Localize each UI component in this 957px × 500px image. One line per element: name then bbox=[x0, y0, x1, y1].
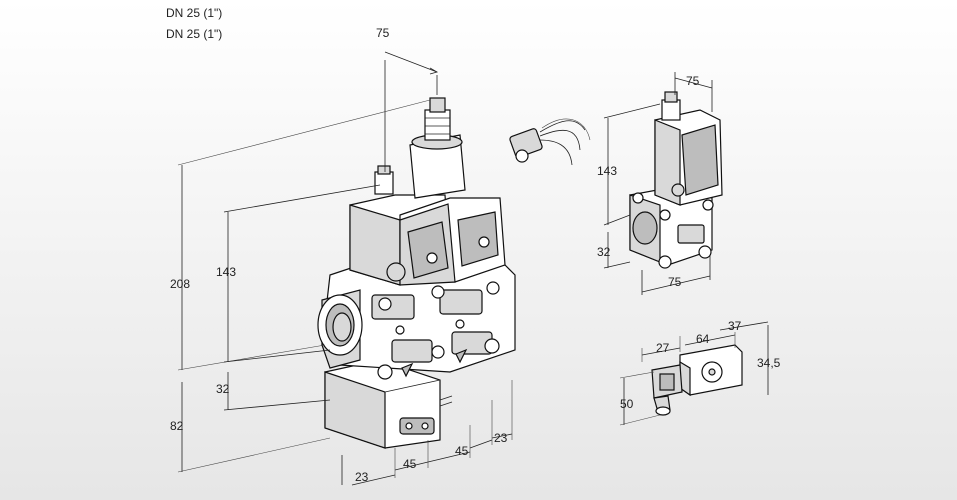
dim-main-143: 143 bbox=[216, 265, 236, 279]
dim-main-bottom-45-b: 45 bbox=[455, 444, 469, 458]
side-view-assembly bbox=[629, 91, 723, 269]
dim-main-32: 32 bbox=[216, 382, 230, 396]
title-line-1: DN 25 (1") bbox=[166, 6, 223, 20]
dim-side-143: 143 bbox=[597, 164, 617, 178]
dim-main-top-75: 75 bbox=[376, 26, 390, 40]
cable-connector-icon bbox=[509, 118, 591, 166]
dim-side-bottom-75: 75 bbox=[668, 275, 682, 289]
main-valve-assembly bbox=[317, 97, 516, 449]
dim-main-bottom-23-left: 23 bbox=[355, 470, 369, 484]
plug-detail-assembly bbox=[651, 344, 743, 416]
dim-main-bottom-45-a: 45 bbox=[403, 457, 417, 471]
dim-plug-27: 27 bbox=[656, 341, 670, 355]
dim-plug-37: 37 bbox=[728, 319, 742, 333]
dimension-lines bbox=[177, 51, 769, 486]
dim-main-82: 82 bbox=[170, 419, 184, 433]
dim-main-208: 208 bbox=[170, 277, 190, 291]
dim-plug-50: 50 bbox=[620, 397, 634, 411]
dim-side-32: 32 bbox=[597, 245, 611, 259]
dim-plug-64: 64 bbox=[696, 332, 710, 346]
dim-plug-34-5: 34,5 bbox=[757, 356, 781, 370]
title-line-2: DN 25 (1") bbox=[166, 27, 223, 41]
dim-side-top-75: 75 bbox=[686, 74, 700, 88]
dim-main-bottom-23-right: 23 bbox=[494, 431, 508, 445]
bottom-connector bbox=[399, 417, 435, 435]
